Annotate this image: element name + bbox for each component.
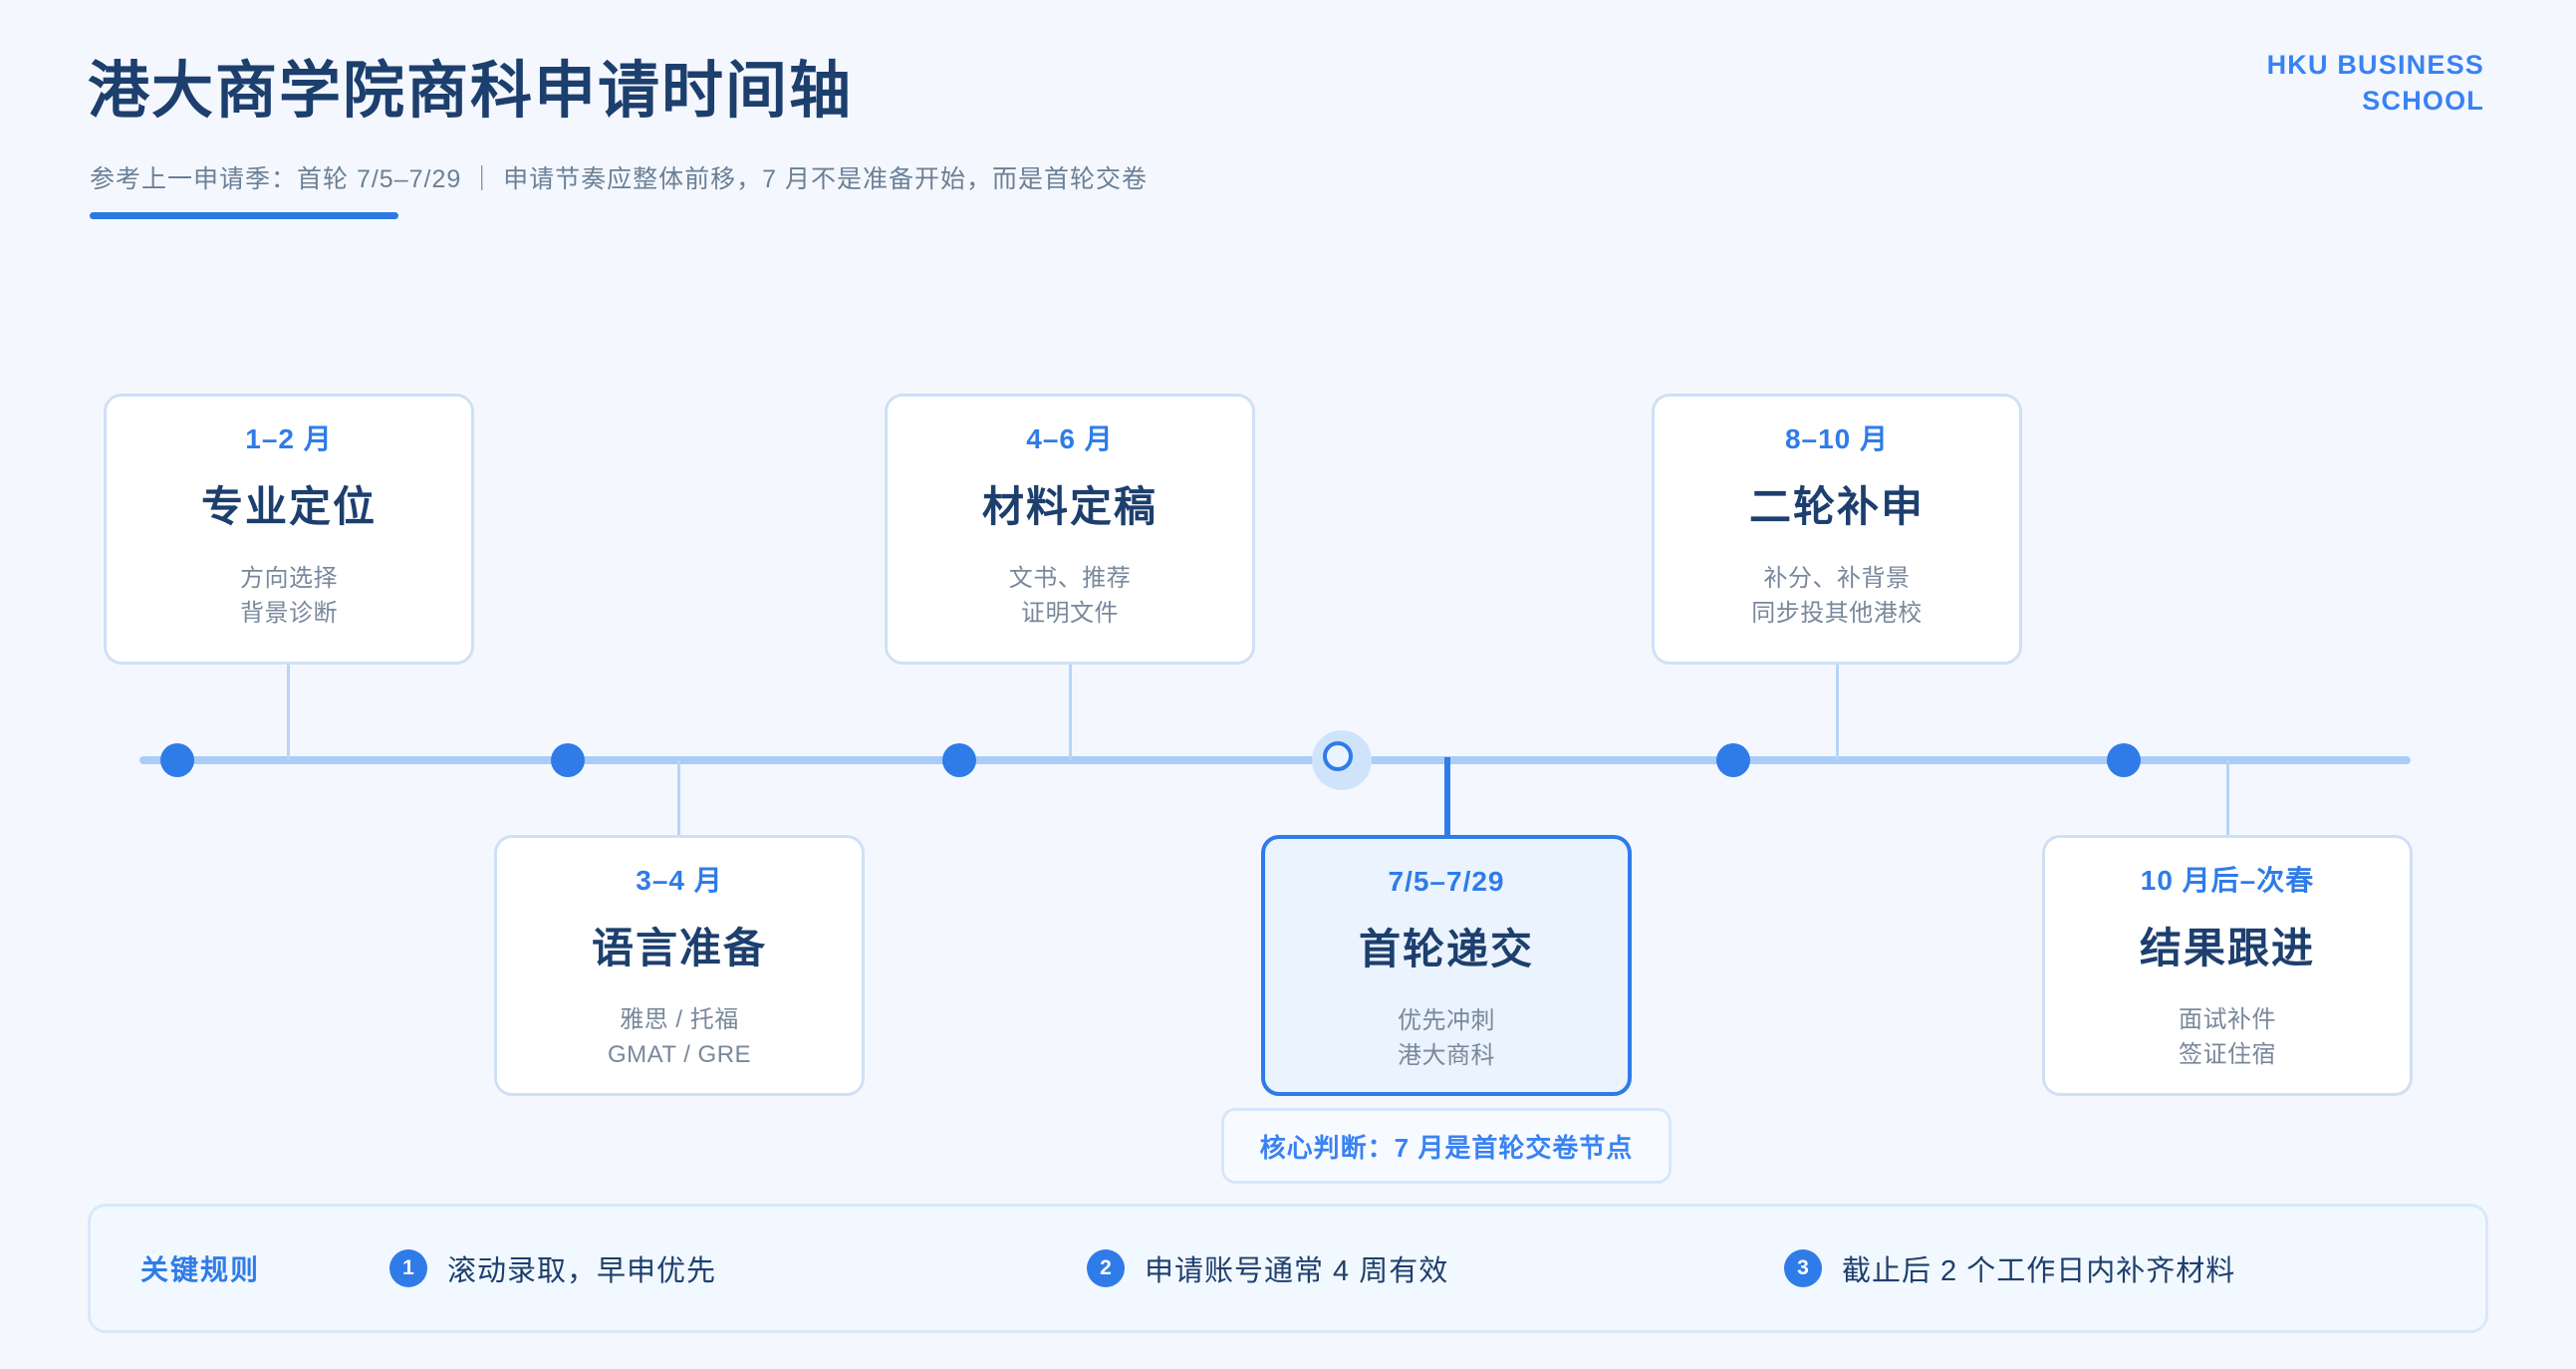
card-detail-line-1: 优先冲刺 — [1398, 1006, 1495, 1034]
rule-text: 滚动录取，早申优先 — [447, 1255, 717, 1287]
card-detail-line-2: GMAT / GRE — [607, 1040, 752, 1068]
card-detail-line-1: 雅思 / 托福 — [620, 1005, 739, 1033]
rule-item-1: 1 滚动录取，早申优先 — [389, 1247, 1087, 1289]
card-detail: 补分、补背景 同步投其他港校 — [1673, 562, 2001, 632]
timeline-node-6[interactable] — [2107, 743, 2141, 777]
rule-text: 申请账号通常 4 周有效 — [1145, 1255, 1449, 1287]
card-detail-line-2: 签证住宿 — [2179, 1040, 2276, 1068]
key-rules-bar: 关键规则 1 滚动录取，早申优先 2 申请账号通常 4 周有效 3 截止后 2 … — [88, 1204, 2488, 1333]
card-period: 8–10 月 — [1784, 423, 1890, 454]
card-title: 结果跟进 — [2139, 924, 2315, 971]
card-period: 1–2 月 — [245, 423, 333, 454]
connector-stage-3 — [1069, 665, 1072, 760]
rule-item-3: 3 截止后 2 个工作日内补齐材料 — [1784, 1247, 2481, 1289]
card-detail-line-2: 背景诊断 — [240, 599, 338, 627]
timeline-card-2[interactable]: 3–4 月 语言准备 雅思 / 托福 GMAT / GRE — [494, 835, 865, 1096]
title-underline-accent — [90, 212, 398, 219]
card-detail-line-2: 同步投其他港校 — [1751, 599, 1923, 627]
timeline-node-2[interactable] — [551, 743, 585, 777]
card-detail-line-1: 补分、补背景 — [1763, 564, 1911, 592]
rule-text: 截止后 2 个工作日内补齐材料 — [1842, 1255, 2236, 1287]
key-rules-label: 关键规则 — [140, 1254, 261, 1285]
card-detail-line-1: 文书、推荐 — [1008, 564, 1132, 592]
timeline-node-1[interactable] — [160, 743, 194, 777]
key-insight-callout: 核心判断：7 月是首轮交卷节点 — [1221, 1108, 1672, 1184]
timeline-card-1[interactable]: 1–2 月 专业定位 方向选择 背景诊断 — [104, 394, 474, 665]
connector-stage-5 — [1836, 665, 1839, 760]
timeline-node-4-active[interactable] — [1312, 730, 1372, 790]
page-subtitle: 参考上一申请季：首轮 7/5–7/29 ｜ 申请节奏应整体前移，7 月不是准备开… — [90, 165, 1149, 193]
connector-stage-1 — [287, 665, 290, 760]
page-header: 港大商学院商科申请时间轴 参考上一申请季：首轮 7/5–7/29 ｜ 申请节奏应… — [0, 0, 2576, 249]
connector-stage-2 — [677, 760, 680, 838]
timeline-node-5[interactable] — [1716, 743, 1750, 777]
brand-logo-text: HKU BUSINESS SCHOOL — [2066, 48, 2484, 119]
card-detail: 文书、推荐 证明文件 — [905, 562, 1234, 632]
card-detail-line-1: 面试补件 — [2179, 1005, 2276, 1033]
card-period: 10 月后–次春 — [2140, 865, 2315, 896]
card-period: 7/5–7/29 — [1388, 866, 1505, 897]
card-title: 首轮递交 — [1358, 925, 1534, 972]
card-title: 语言准备 — [591, 924, 767, 971]
timeline-card-3[interactable]: 4–6 月 材料定稿 文书、推荐 证明文件 — [885, 394, 1255, 665]
rule-number-badge: 3 — [1784, 1249, 1822, 1287]
card-detail-line-2: 证明文件 — [1021, 599, 1119, 627]
connector-stage-4 — [1444, 757, 1450, 839]
connector-stage-6 — [2226, 760, 2229, 838]
rule-number-badge: 1 — [389, 1249, 427, 1287]
card-detail: 雅思 / 托福 GMAT / GRE — [515, 1003, 844, 1073]
brand-line-2: SCHOOL — [2362, 85, 2484, 116]
card-title: 专业定位 — [200, 482, 377, 530]
rule-item-2: 2 申请账号通常 4 周有效 — [1087, 1247, 1784, 1289]
card-detail: 优先冲刺 港大商科 — [1283, 1004, 1610, 1074]
card-detail-line-2: 港大商科 — [1398, 1041, 1495, 1069]
key-insight-text: 核心判断：7 月是首轮交卷节点 — [1259, 1132, 1634, 1163]
timeline-node-3[interactable] — [942, 743, 976, 777]
card-period: 3–4 月 — [636, 865, 723, 896]
card-title: 材料定稿 — [981, 482, 1158, 530]
card-title: 二轮补申 — [1748, 482, 1925, 530]
page-title: 港大商学院商科申请时间轴 — [88, 57, 854, 126]
rule-number-badge: 2 — [1087, 1249, 1125, 1287]
timeline-axis — [139, 756, 2411, 764]
timeline-card-5[interactable]: 8–10 月 二轮补申 补分、补背景 同步投其他港校 — [1652, 394, 2022, 665]
timeline-card-6[interactable]: 10 月后–次春 结果跟进 面试补件 签证住宿 — [2042, 835, 2413, 1096]
card-detail: 方向选择 背景诊断 — [125, 562, 453, 632]
timeline-card-4-highlighted[interactable]: 7/5–7/29 首轮递交 优先冲刺 港大商科 — [1261, 835, 1632, 1096]
card-period: 4–6 月 — [1026, 423, 1114, 454]
card-detail-line-1: 方向选择 — [240, 564, 338, 592]
brand-line-1: HKU BUSINESS — [2266, 50, 2484, 80]
card-detail: 面试补件 签证住宿 — [2063, 1003, 2392, 1073]
